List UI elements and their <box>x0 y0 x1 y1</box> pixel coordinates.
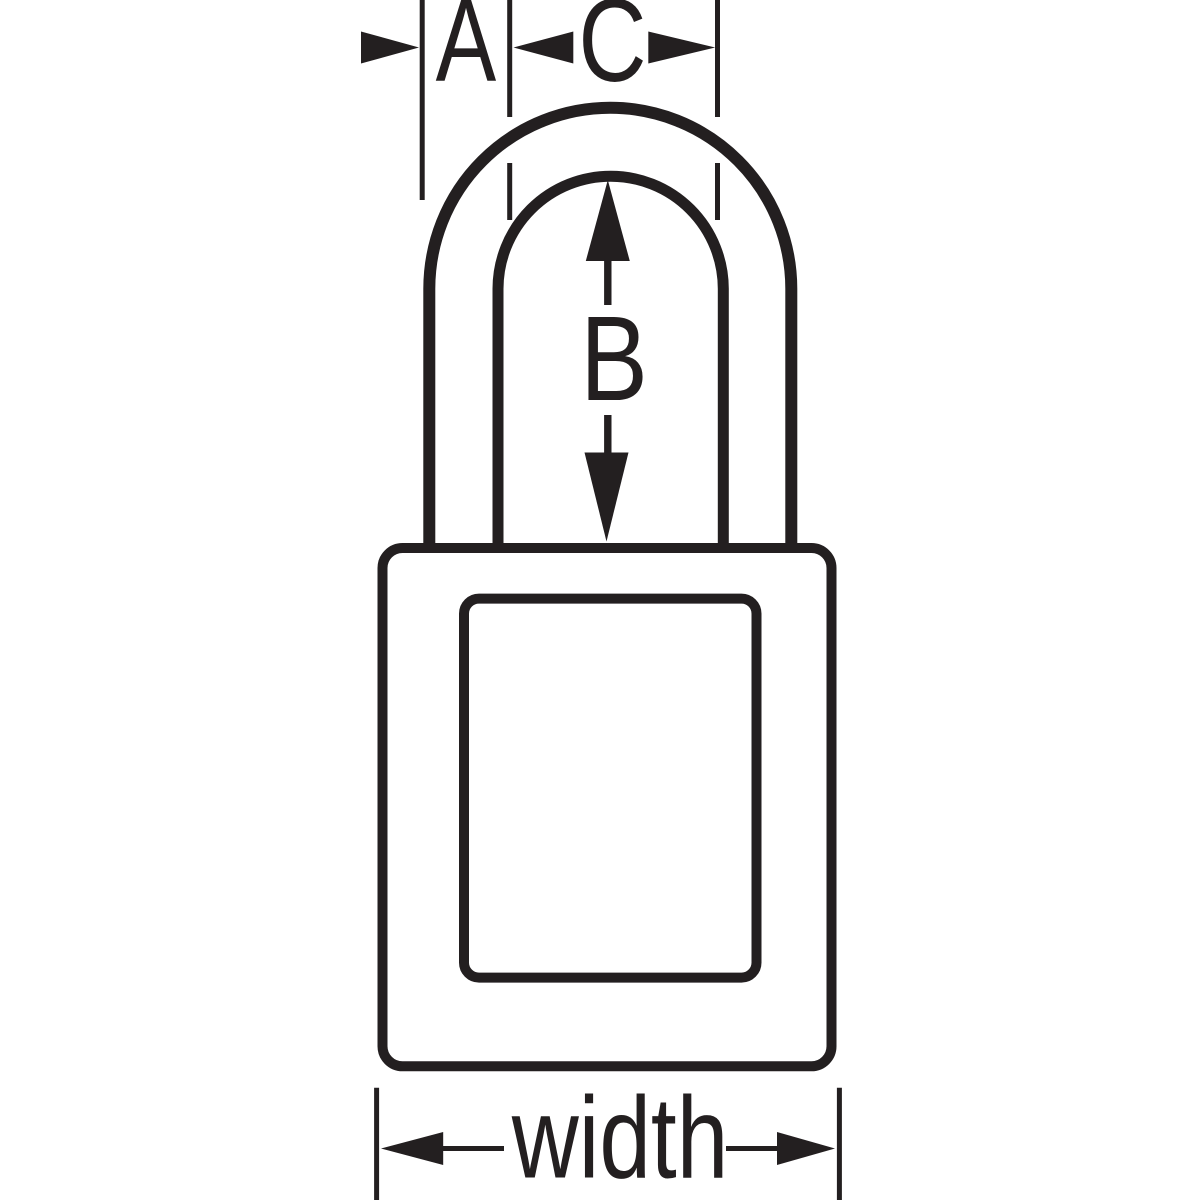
svg-text:width: width <box>511 1073 729 1200</box>
svg-text:C: C <box>578 0 646 106</box>
svg-text:A: A <box>436 0 497 106</box>
svg-text:B: B <box>580 291 648 426</box>
